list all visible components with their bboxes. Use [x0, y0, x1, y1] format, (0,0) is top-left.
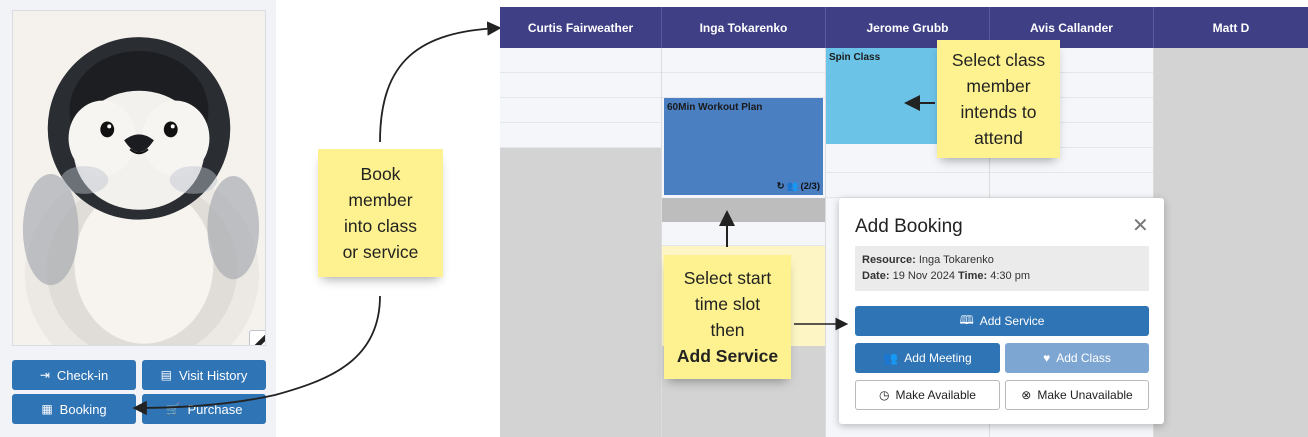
purchase-label: Purchase — [187, 401, 243, 417]
note-line: Book — [360, 164, 401, 184]
circle-x-icon: ⊗ — [1021, 388, 1032, 402]
capacity-count: (2/3) — [800, 181, 820, 192]
event-capacity: ↻ 👥 (2/3) — [777, 181, 820, 192]
member-profile-panel: ⇥ Check-in ▤ Visit History ▦ Booking 🛒 P… — [0, 0, 276, 437]
selected-time-slot[interactable] — [662, 198, 825, 222]
time-slot[interactable] — [990, 173, 1153, 198]
resource-header-inga[interactable]: Inga Tokarenko — [662, 7, 826, 48]
visit-history-label: Visit History — [178, 367, 248, 383]
resource-column-matt[interactable] — [1154, 48, 1308, 437]
sticky-note-select-start: Select start time slot then Add Service — [664, 255, 791, 379]
booking-label: Booking — [59, 401, 107, 417]
make-unavailable-label: Make Unavailable — [1037, 388, 1133, 402]
sticky-note-book-member: Book member into class or service — [318, 149, 443, 277]
time-slot[interactable] — [500, 98, 661, 123]
note-line: intends to — [960, 102, 1037, 122]
add-service-label: Add Service — [979, 314, 1045, 328]
note-line: into class — [344, 216, 417, 236]
time-slot[interactable] — [990, 48, 1153, 73]
resource-column-curtis[interactable] — [500, 48, 662, 437]
time-slot[interactable] — [662, 48, 825, 73]
note-line: then — [710, 320, 745, 340]
event-title: Spin Class — [829, 52, 881, 63]
date-time-line: Date: 19 Nov 2024 Time: 4:30 pm — [862, 268, 1142, 284]
note-line: Select start — [683, 268, 772, 288]
purchase-icon: 🛒 — [165, 402, 181, 416]
add-class-label: Add Class — [1056, 351, 1111, 365]
time-slot[interactable] — [826, 173, 989, 198]
make-available-button[interactable]: ◷ Make Available — [855, 380, 1000, 410]
time-slot[interactable] — [662, 73, 825, 98]
make-unavailable-button[interactable]: ⊗ Make Unavailable — [1005, 380, 1149, 410]
close-icon[interactable]: ✕ — [1132, 215, 1149, 237]
people-icon: 👥 — [883, 351, 899, 365]
time-label: Time: — [958, 270, 988, 282]
booking-details: Resource: Inga Tokarenko Date: 19 Nov 20… — [855, 246, 1149, 291]
dialog-title: Add Booking — [855, 216, 963, 237]
add-service-button[interactable]: 🕮 Add Service — [855, 306, 1149, 336]
note-line: or service — [342, 242, 419, 262]
add-meeting-label: Add Meeting — [904, 351, 972, 365]
time-slot[interactable] — [990, 73, 1153, 98]
purchase-button[interactable]: 🛒 Purchase — [142, 394, 266, 424]
note-line: time slot — [694, 294, 761, 314]
time-value: 4:30 pm — [990, 270, 1030, 282]
calendar-icon: ▦ — [41, 402, 53, 416]
resource-header-matt[interactable]: Matt D — [1212, 20, 1250, 35]
add-class-button[interactable]: ♥ Add Class — [1005, 343, 1149, 373]
time-slot[interactable] — [500, 123, 661, 148]
resource-value: Inga Tokarenko — [918, 254, 994, 266]
time-slot[interactable] — [990, 98, 1153, 123]
pencil-icon — [254, 334, 265, 345]
event-title: 60Min Workout Plan — [667, 102, 763, 113]
booking-button[interactable]: ▦ Booking — [12, 394, 136, 424]
resource-header-avis[interactable]: Avis Callander — [990, 7, 1154, 48]
event-60min-workout-plan[interactable]: 60Min Workout Plan ↻ 👥 (2/3) — [664, 98, 823, 195]
recurring-icon: ↻ — [776, 181, 785, 192]
book-icon: 🕮 — [959, 312, 974, 327]
time-slot[interactable] — [662, 222, 825, 246]
resource-line: Resource: Inga Tokarenko — [862, 252, 1142, 268]
make-available-label: Make Available — [895, 388, 976, 402]
note-line: Select class — [951, 50, 1046, 70]
time-slot[interactable] — [500, 73, 661, 98]
check-in-label: Check-in — [56, 367, 109, 383]
resource-label: Resource: — [862, 254, 916, 266]
note-line: member — [348, 190, 413, 210]
time-slot[interactable] — [990, 123, 1153, 148]
visit-history-icon: ▤ — [160, 368, 172, 382]
edit-photo-button[interactable] — [249, 330, 265, 345]
time-slot[interactable] — [826, 148, 989, 173]
heart-pulse-icon: ♥ — [1043, 351, 1051, 365]
date-value: 19 Nov 2024 — [892, 270, 955, 282]
resource-header-jerome[interactable]: Jerome Grubb — [826, 7, 990, 48]
date-label: Date: — [862, 270, 890, 282]
add-booking-dialog: Add Booking ✕ Resource: Inga Tokarenko D… — [839, 198, 1164, 424]
resource-header-curtis[interactable]: Curtis Fairweather — [500, 7, 662, 48]
group-icon: 👥 — [786, 181, 799, 192]
note-line: Add Service — [664, 343, 791, 369]
time-slot[interactable] — [500, 48, 661, 73]
note-line: attend — [974, 128, 1023, 148]
member-photo — [12, 10, 266, 346]
check-in-button[interactable]: ⇥ Check-in — [12, 360, 136, 390]
visit-history-button[interactable]: ▤ Visit History — [142, 360, 266, 390]
check-in-icon: ⇥ — [39, 368, 50, 382]
arrow-to-calendar — [379, 21, 502, 143]
note-emphasis: Add Service — [676, 346, 779, 366]
sticky-note-select-class: Select class member intends to attend — [937, 40, 1060, 158]
note-line: member — [966, 76, 1031, 96]
event-spin-class[interactable]: Spin Class — [826, 48, 941, 144]
calendar-header: Curtis Fairweather Inga Tokarenko Jerome… — [500, 7, 1308, 48]
clock-icon: ◷ — [879, 388, 890, 402]
unavailable-block — [500, 148, 661, 437]
add-meeting-button[interactable]: 👥 Add Meeting — [855, 343, 1000, 373]
time-slot[interactable] — [990, 148, 1153, 173]
penguin-illustration — [13, 11, 265, 345]
